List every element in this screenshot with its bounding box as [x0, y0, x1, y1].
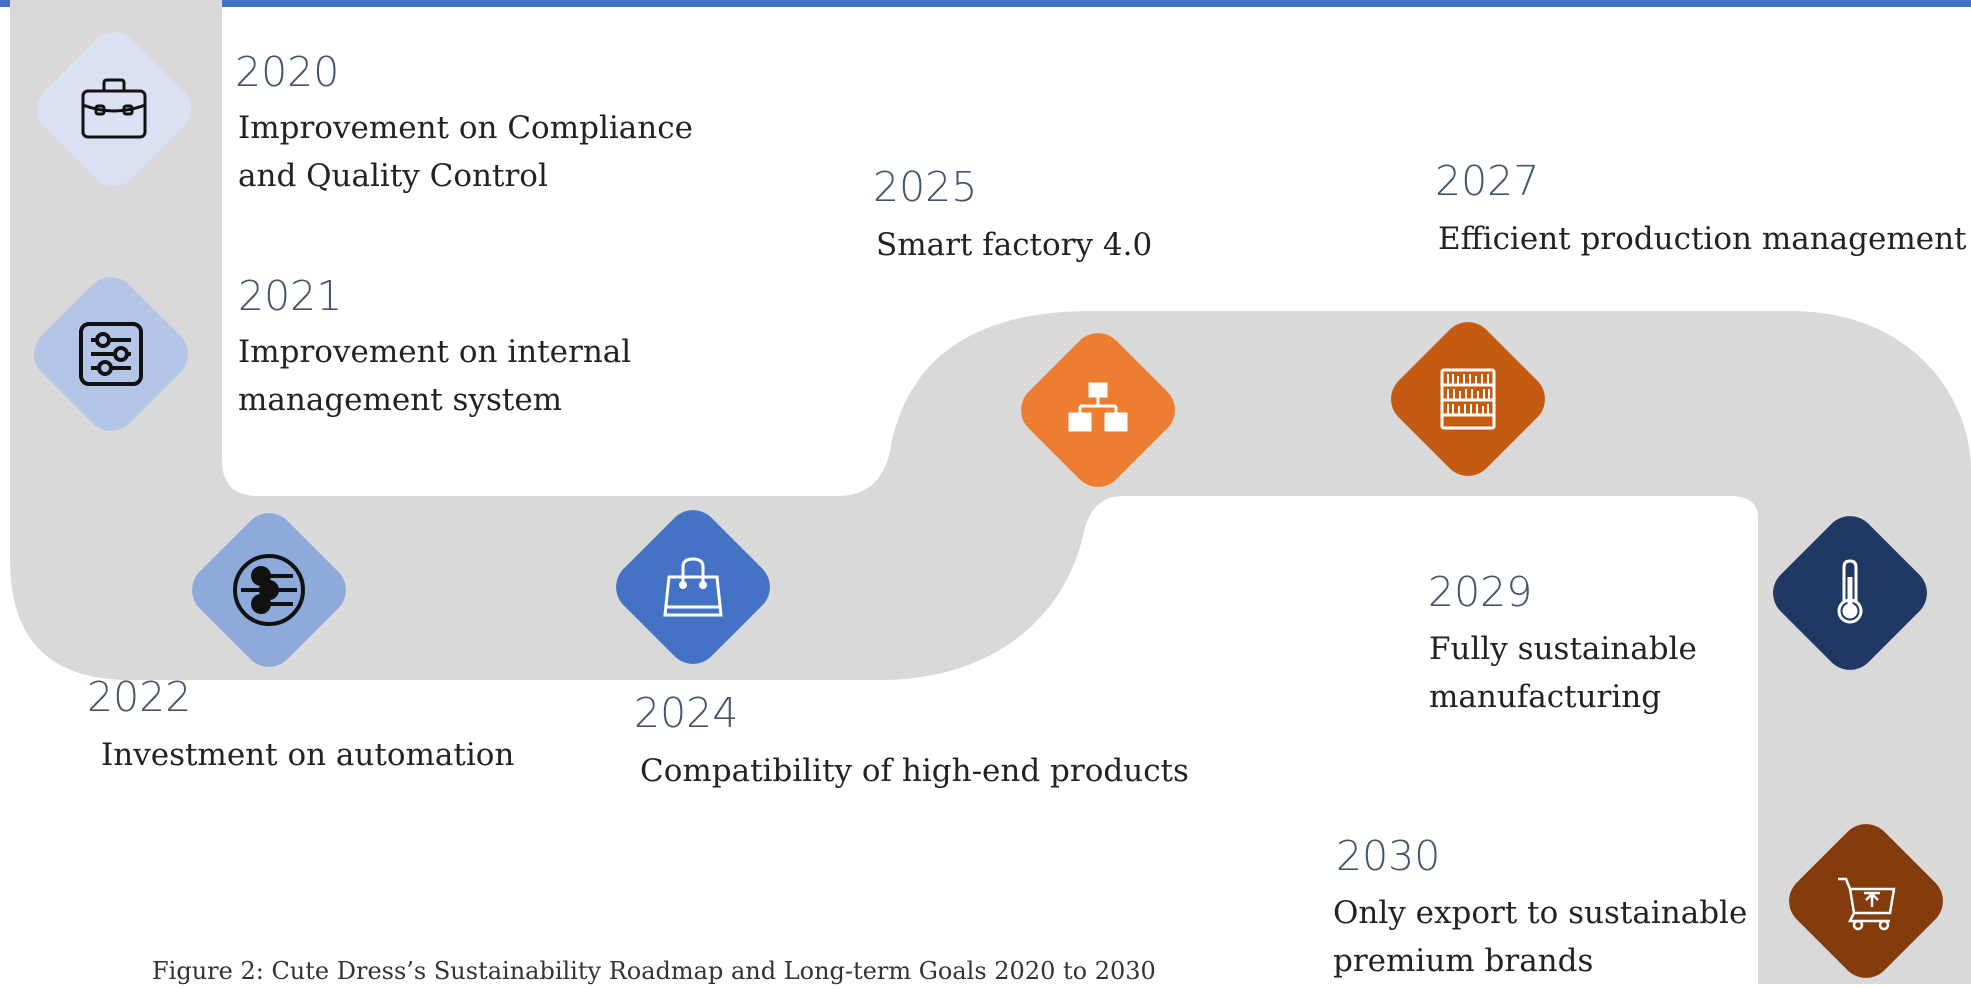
milestone-2022-desc: Investment on automation [101, 731, 514, 779]
org-chart-icon [1058, 370, 1138, 450]
briefcase-icon [74, 69, 154, 149]
milestone-2027-desc-line1: Efficient production management [1438, 221, 1967, 257]
figure-caption: Figure 2: Cute Dress’s Sustainability Ro… [152, 957, 1156, 985]
milestone-2020-desc-line1: Improvement on Compliance [238, 110, 693, 146]
milestone-2021-desc-line1: Improvement on internal [238, 334, 632, 370]
shelving-icon [1428, 359, 1508, 439]
shopping-cart-upload-icon [1826, 861, 1906, 941]
milestone-2030-year: 2030 [1336, 832, 1441, 880]
milestone-2025-desc-line1: Smart factory 4.0 [876, 227, 1153, 263]
milestone-2030-desc-line1: Only export to sustainable [1333, 895, 1748, 931]
milestone-2029-desc-line1: Fully sustainable [1429, 631, 1697, 667]
milestone-2029-desc-line2: manufacturing [1429, 679, 1662, 715]
milestone-2030-desc-line2: premium brands [1333, 943, 1594, 979]
milestone-2020-desc: Improvement on Compliance and Quality Co… [238, 104, 693, 200]
top-accent-bar [0, 0, 1971, 7]
milestone-2021-desc: Improvement on internal management syste… [238, 328, 631, 424]
milestone-2022-desc-line1: Investment on automation [101, 737, 515, 773]
milestone-2020-year: 2020 [235, 48, 340, 96]
milestone-2021-desc-line2: management system [238, 382, 563, 418]
milestone-2027-desc: Efficient production management [1438, 215, 1967, 263]
automation-network-icon [229, 550, 309, 630]
thermometer-icon [1810, 553, 1890, 633]
milestone-2029-desc: Fully sustainable manufacturing [1429, 625, 1697, 721]
milestone-2027-year: 2027 [1435, 157, 1540, 205]
milestone-2025-desc: Smart factory 4.0 [876, 221, 1152, 269]
milestone-2022-year: 2022 [87, 673, 192, 721]
milestone-2029-year: 2029 [1428, 568, 1533, 616]
milestone-2024-desc-line1: Compatibility of high-end products [640, 753, 1189, 789]
milestone-2021-year: 2021 [238, 272, 343, 320]
milestone-2024-desc: Compatibility of high-end products [640, 747, 1189, 795]
shopping-bag-icon [653, 547, 733, 627]
milestone-2020-desc-line2: and Quality Control [238, 158, 548, 194]
milestone-2024-year: 2024 [634, 689, 739, 737]
milestone-2030-desc: Only export to sustainable premium brand… [1333, 889, 1747, 985]
settings-sliders-icon [71, 314, 151, 394]
milestone-2025-year: 2025 [873, 163, 978, 211]
